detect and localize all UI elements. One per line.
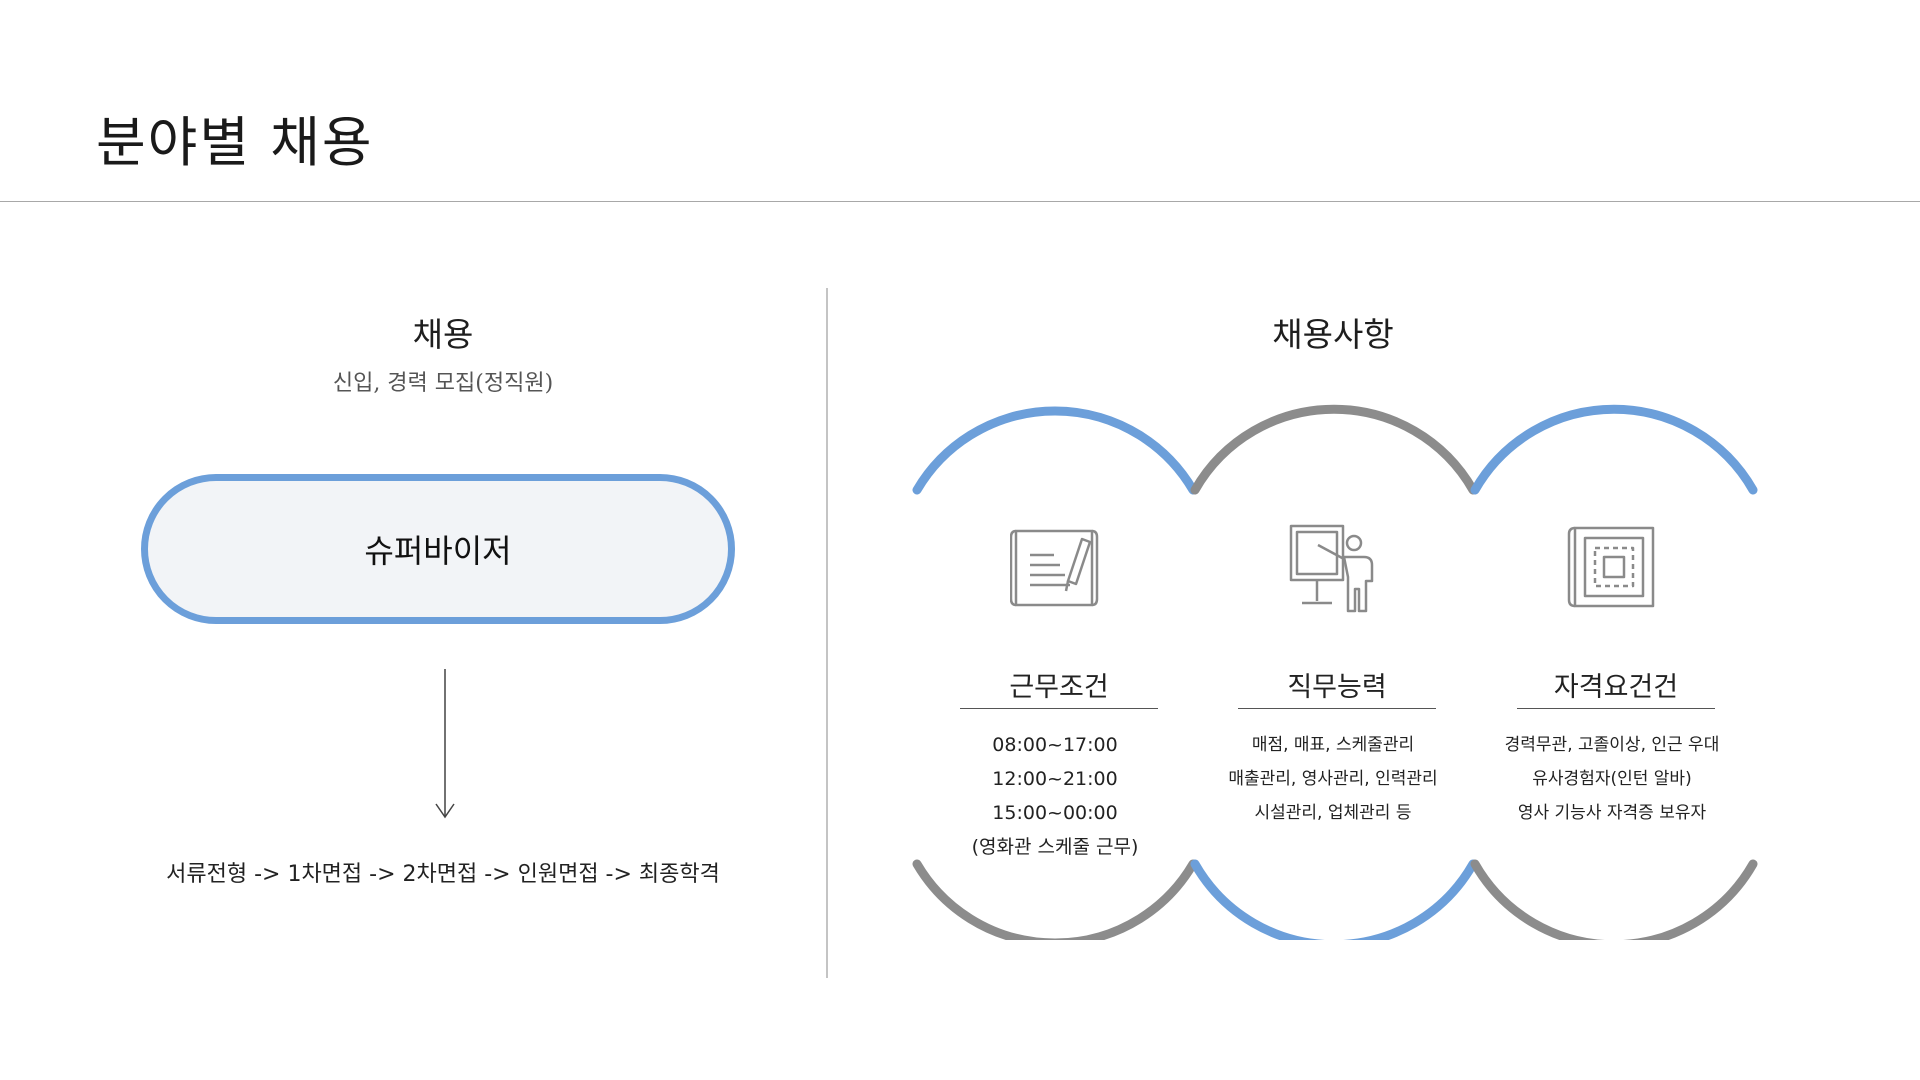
wave-frame [912, 404, 1758, 940]
column-line: 유사경험자(인턴 알바) [1532, 769, 1692, 789]
column-title: 근무조건 [960, 665, 1158, 709]
column-line: 15:00~00:00 [992, 802, 1118, 824]
position-label: 슈퍼바이저 [364, 532, 512, 570]
requirements-heading: 채용사항 [1272, 315, 1394, 354]
vertical-divider [826, 288, 828, 978]
column-line: (영화관 스케줄 근무) [971, 836, 1139, 858]
column-line: 시설관리, 업체관리 등 [1254, 803, 1412, 823]
column-line: 08:00~17:00 [992, 734, 1118, 756]
hiring-process: 서류전형 -> 1차면접 -> 2차면접 -> 인원면접 -> 최종학격 [166, 862, 720, 887]
column-title: 자격요건건 [1517, 665, 1715, 709]
down-arrow-icon [435, 669, 455, 819]
column-line: 경력무관, 고졸이상, 인근 우대 [1504, 735, 1720, 755]
column-line: 매점, 매표, 스케줄관리 [1251, 735, 1415, 755]
floor-plan-icon [1567, 526, 1655, 608]
header-divider [0, 201, 1920, 202]
column-line: 영사 기능사 자격증 보유자 [1517, 803, 1707, 823]
blueprint-pencil-icon [1010, 529, 1099, 607]
page-title: 분야별 채용 [96, 111, 374, 174]
column-line: 12:00~21:00 [992, 768, 1118, 790]
column-line: 매출관리, 영사관리, 인력관리 [1228, 769, 1438, 789]
recruitment-heading: 채용 [412, 315, 474, 354]
recruitment-subtitle: 신입, 경력 모집(정직원) [332, 371, 554, 396]
column-title: 직무능력 [1238, 665, 1436, 709]
position-pill: 슈퍼바이저 [141, 474, 735, 624]
presenter-board-icon [1289, 524, 1374, 613]
